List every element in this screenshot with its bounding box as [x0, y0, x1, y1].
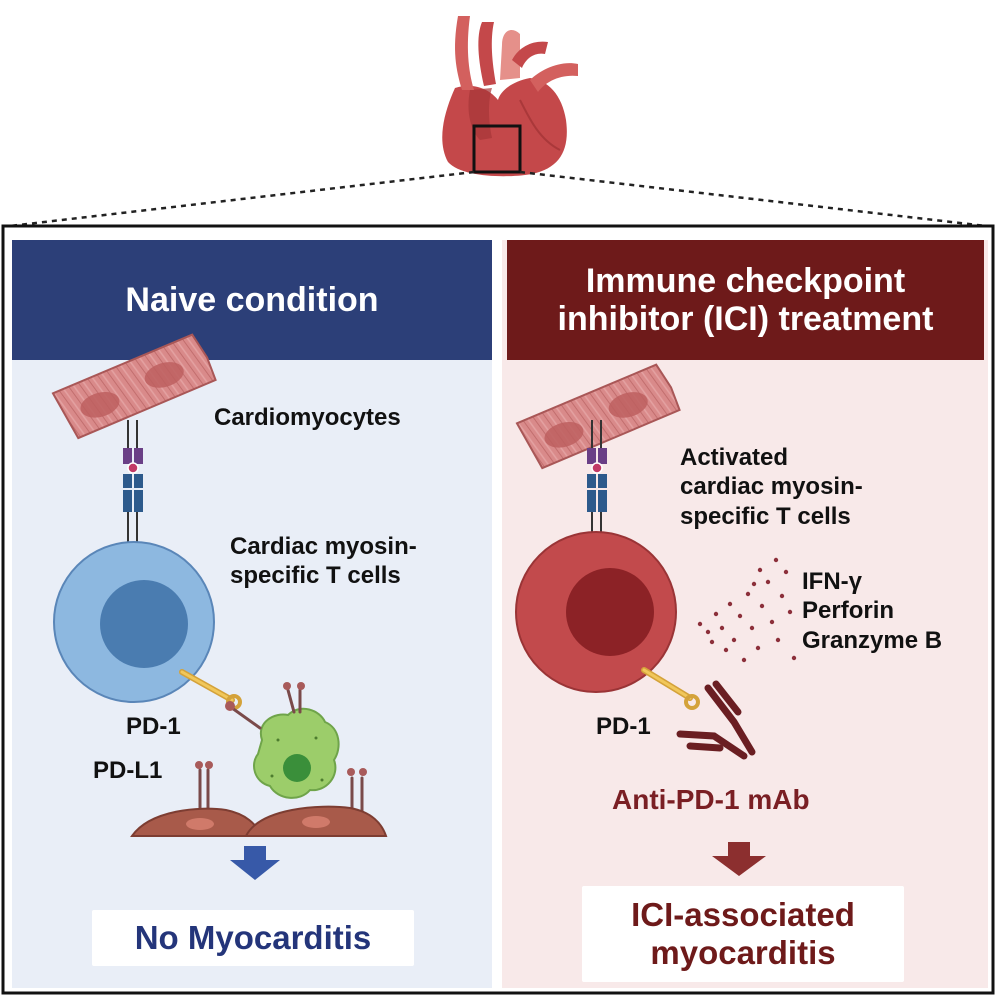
- pd1-label-left: PD-1: [126, 712, 181, 741]
- cardiomyocyte-icon: [515, 363, 681, 470]
- pd1-label-right: PD-1: [596, 712, 651, 741]
- pdl1-text: PD-L1: [93, 757, 163, 784]
- t-cells-line2: specific T cells: [230, 562, 401, 590]
- pdl1-label: PD-L1: [93, 756, 162, 785]
- anti-pd1-label: Anti-PD-1 mAb: [612, 783, 810, 817]
- zoom-line-left: [9, 170, 475, 228]
- activated-line3: specific T cells: [680, 502, 851, 530]
- zoom-line-right: [519, 170, 987, 228]
- zoom-box: [472, 124, 522, 174]
- left-panel-title: Naive condition: [12, 240, 492, 360]
- right-title-line1: Immune checkpoint: [585, 261, 906, 300]
- activated-t-cells-label: Activated cardiac myosin- specific T cel…: [680, 443, 863, 531]
- pd1-text-right: PD-1: [596, 713, 651, 740]
- left-header-bg: [12, 240, 492, 360]
- tcr-receptor-icon: [123, 420, 143, 546]
- antibody-icon: [676, 680, 756, 760]
- right-title-line2: inhibitor (ICI) treatment: [557, 300, 934, 338]
- heart-icon: [442, 16, 578, 177]
- cardiomyocyte-icon: [51, 333, 217, 440]
- left-title-text: Naive condition: [125, 280, 379, 319]
- apc-cell-icon: [253, 707, 340, 799]
- cardiomyocytes-label: Cardiomyocytes: [214, 403, 401, 432]
- cytokine-granzyme: Granzyme B: [802, 626, 943, 654]
- endothelial-cell-icon: [130, 805, 388, 837]
- no-myocarditis-text: No Myocarditis: [134, 919, 372, 957]
- t-cell-icon: [53, 541, 215, 703]
- tcr-receptor-icon: [587, 420, 607, 546]
- t-cells-label: Cardiac myosin- specific T cells: [230, 532, 417, 591]
- cytokine-perforin: Perforin: [802, 597, 895, 625]
- cardiomyocytes-text: Cardiomyocytes: [214, 404, 401, 431]
- anti-pd1-text: Anti-PD-1 mAb: [612, 784, 810, 815]
- t-cells-line1: Cardiac myosin-: [230, 533, 417, 560]
- cytokine-ifn: IFN-γ: [802, 568, 862, 595]
- pd1-receptor-icon: [641, 667, 700, 710]
- t-cell-icon: [515, 531, 677, 693]
- cytokines-label: IFN-γ Perforin Granzyme B: [802, 567, 942, 655]
- ici-outcome-line2: myocarditis: [650, 934, 836, 971]
- left-outcome-box: No Myocarditis: [92, 910, 414, 966]
- right-outcome-box: ICI-associated myocarditis: [582, 886, 904, 982]
- pd1-text-left: PD-1: [126, 713, 181, 740]
- right-header-bg: [507, 240, 984, 360]
- activated-line2: cardiac myosin-: [680, 473, 863, 501]
- pdl1-ligand-icon: [195, 682, 367, 820]
- cytokine-particles: [697, 557, 797, 663]
- ici-outcome-line1: ICI-associated: [631, 896, 855, 934]
- right-panel-title: Immune checkpoint inhibitor (ICI) treatm…: [507, 240, 984, 360]
- down-arrow-icon: [230, 846, 280, 880]
- down-arrow-icon: [712, 842, 766, 876]
- activated-line1: Activated: [680, 444, 789, 471]
